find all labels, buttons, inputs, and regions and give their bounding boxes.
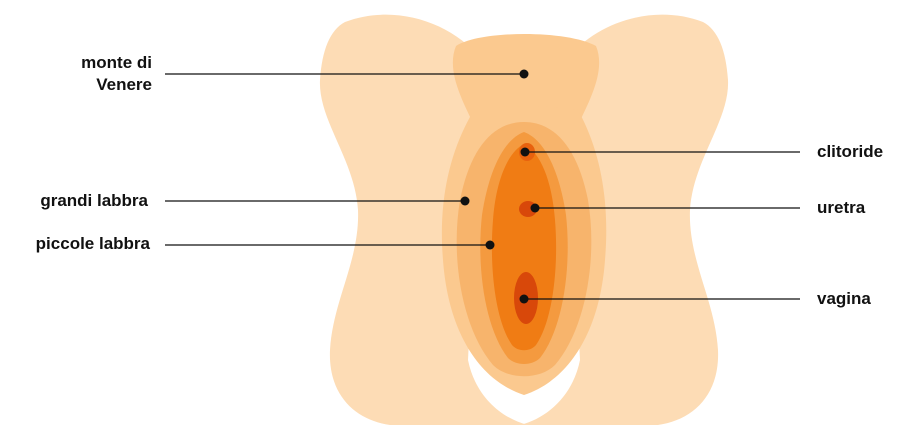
monte-dot (519, 69, 529, 79)
label-clitoride: clitoride (817, 142, 884, 161)
uretra-dot (530, 203, 540, 213)
label-monte-di-venere: monte di Venere (81, 53, 152, 94)
clitoride-dot (520, 147, 530, 157)
label-grandi-labbra: grandi labbra (40, 191, 148, 210)
label-vagina: vagina (817, 289, 871, 308)
vagina-dot (519, 294, 529, 304)
piccole-dot (485, 240, 495, 250)
label-piccole-labbra: piccole labbra (35, 234, 150, 253)
grandi-dot (460, 196, 470, 206)
mons-pubis (452, 34, 600, 129)
label-uretra: uretra (817, 198, 866, 217)
